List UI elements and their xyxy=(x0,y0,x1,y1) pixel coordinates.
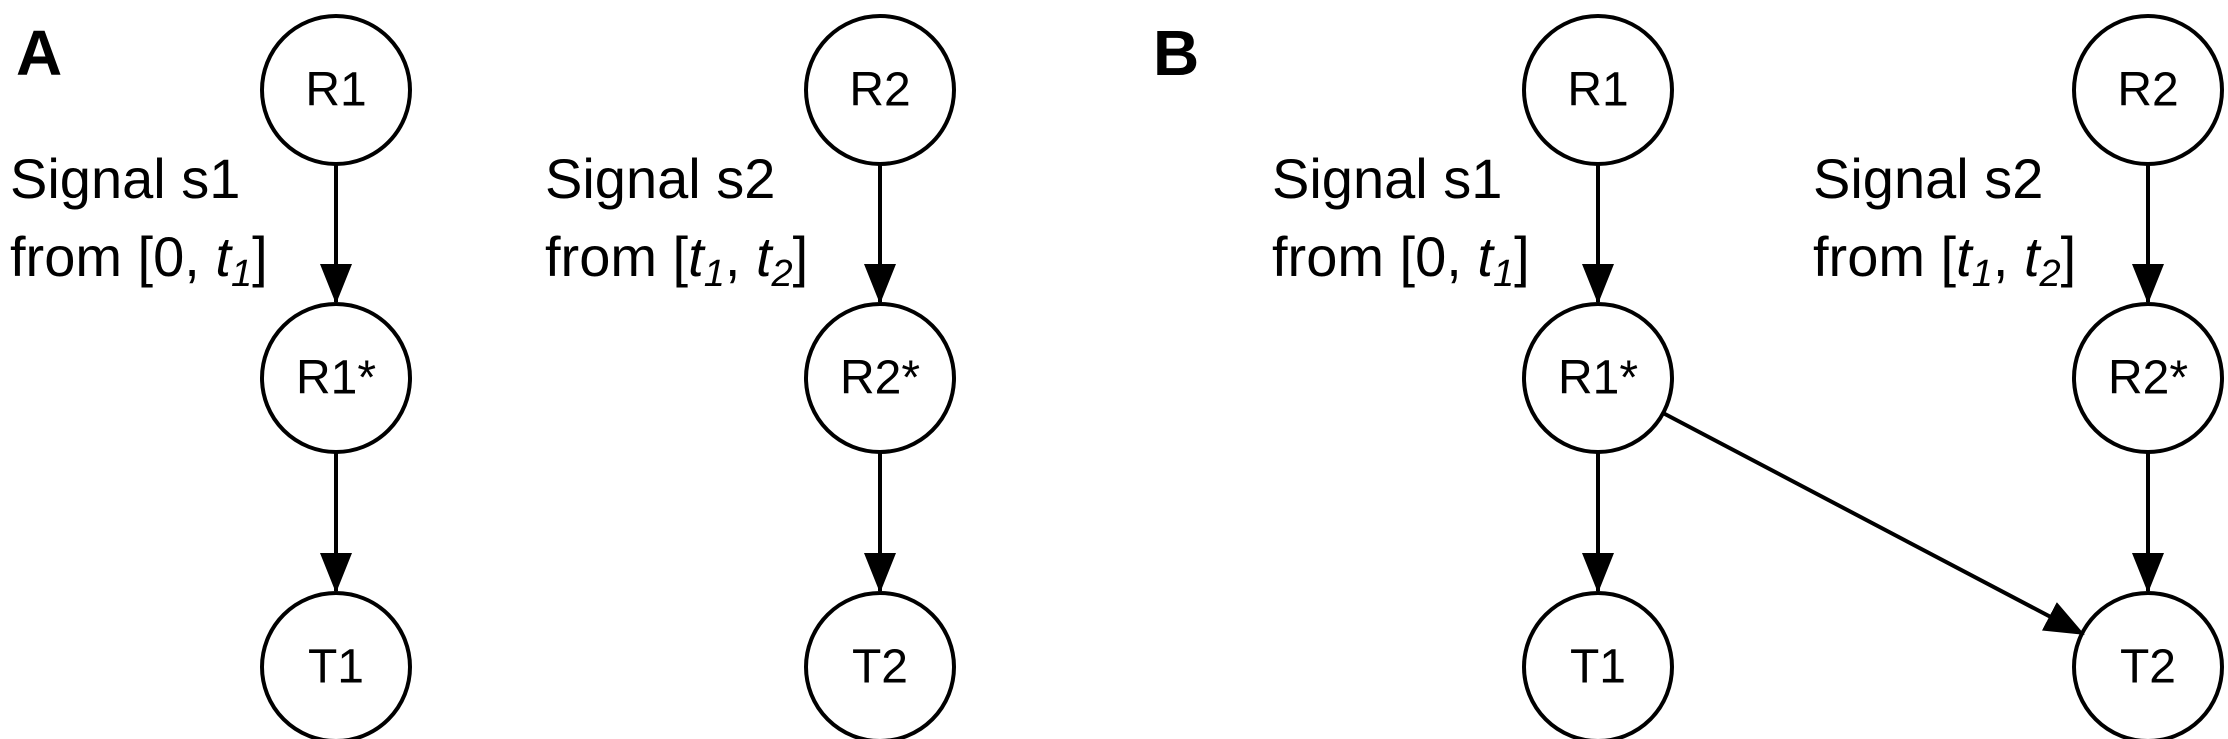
node-r2: R2 xyxy=(2072,14,2224,166)
node-r1-star-label: R1* xyxy=(1558,352,1638,405)
signal-s1-t-var: t xyxy=(215,225,233,288)
signal-s1-t-sub: 1 xyxy=(1493,253,1514,295)
signal-s2-sep: , xyxy=(1993,225,2024,288)
signal-s1-interval: from [0, t1] xyxy=(1272,225,1530,295)
node-t1: T1 xyxy=(260,591,412,739)
node-t2: T2 xyxy=(804,591,956,739)
panel-a: A R1 R1* T1 Signal s1 from [0, t1] R2 R2… xyxy=(10,14,956,739)
signal-s2-t2-var: t xyxy=(756,225,774,288)
node-r2-star: R2* xyxy=(804,302,956,454)
signal-s2-t2-var: t xyxy=(2024,225,2042,288)
signal-s2-interval: from [t1, t2] xyxy=(1813,225,2076,295)
signal-s2-t1-var: t xyxy=(688,225,706,288)
node-r1-label: R1 xyxy=(1567,64,1628,117)
signal-s1-title: Signal s1 xyxy=(1272,147,1502,210)
signal-s1-from: from [0, xyxy=(10,225,215,288)
node-r1-star-label: R1* xyxy=(296,352,376,405)
node-r1-star: R1* xyxy=(1522,302,1674,454)
signal-s2-interval: from [t1, t2] xyxy=(545,225,808,295)
node-r2-star-label: R2* xyxy=(2108,352,2188,405)
signal-s2-label: Signal s2 xyxy=(545,147,775,210)
panel-label-a: A xyxy=(16,17,62,89)
signal-s2-close: ] xyxy=(2061,225,2077,288)
signal-s2-from: from [ xyxy=(1813,225,1957,288)
signal-s2-sep: , xyxy=(725,225,756,288)
signal-s1-interval: from [0, t1] xyxy=(10,225,268,295)
signal-s2-close: ] xyxy=(793,225,809,288)
node-t1-label: T1 xyxy=(308,641,364,694)
node-r2-star: R2* xyxy=(2072,302,2224,454)
node-t2: T2 xyxy=(2072,591,2224,739)
node-r2: R2 xyxy=(804,14,956,166)
node-t2-label: T2 xyxy=(2120,641,2176,694)
node-t2-label: T2 xyxy=(852,641,908,694)
signal-s1-label: Signal s1 xyxy=(1272,147,1502,210)
node-r2-label: R2 xyxy=(2117,64,2178,117)
signal-s2-t1-sub: 1 xyxy=(1972,253,1993,295)
signal-s2-label: Signal s2 xyxy=(1813,147,2043,210)
signal-s1-label: Signal s1 xyxy=(10,147,240,210)
signal-s1-close: ] xyxy=(252,225,268,288)
signal-s2-t1-var: t xyxy=(1956,225,1974,288)
signal-s2-from: from [ xyxy=(545,225,689,288)
signal-s2-t2-sub: 2 xyxy=(2039,253,2061,295)
node-r1-star: R1* xyxy=(260,302,412,454)
signal-s1-t-var: t xyxy=(1477,225,1495,288)
node-t1: T1 xyxy=(1522,591,1674,739)
signal-s2-t1-sub: 1 xyxy=(704,253,725,295)
edge-r1-star-to-t2 xyxy=(1662,411,2085,636)
signal-s1-from: from [0, xyxy=(1272,225,1477,288)
signal-s1-title: Signal s1 xyxy=(10,147,240,210)
node-r1: R1 xyxy=(260,14,412,166)
node-r2-label: R2 xyxy=(849,64,910,117)
node-t1-label: T1 xyxy=(1570,641,1626,694)
signal-s2-t2-sub: 2 xyxy=(771,253,793,295)
signal-s2-title: Signal s2 xyxy=(545,147,775,210)
signal-s1-t-sub: 1 xyxy=(231,253,252,295)
signal-s1-close: ] xyxy=(1514,225,1530,288)
node-r2-star-label: R2* xyxy=(840,352,920,405)
node-r1: R1 xyxy=(1522,14,1674,166)
panel-label-b: B xyxy=(1153,17,1199,89)
panel-b: B R1 R1* T1 Signal s1 from [0, t1] R2 R2… xyxy=(1153,14,2224,739)
signal-s2-title: Signal s2 xyxy=(1813,147,2043,210)
node-r1-label: R1 xyxy=(305,64,366,117)
